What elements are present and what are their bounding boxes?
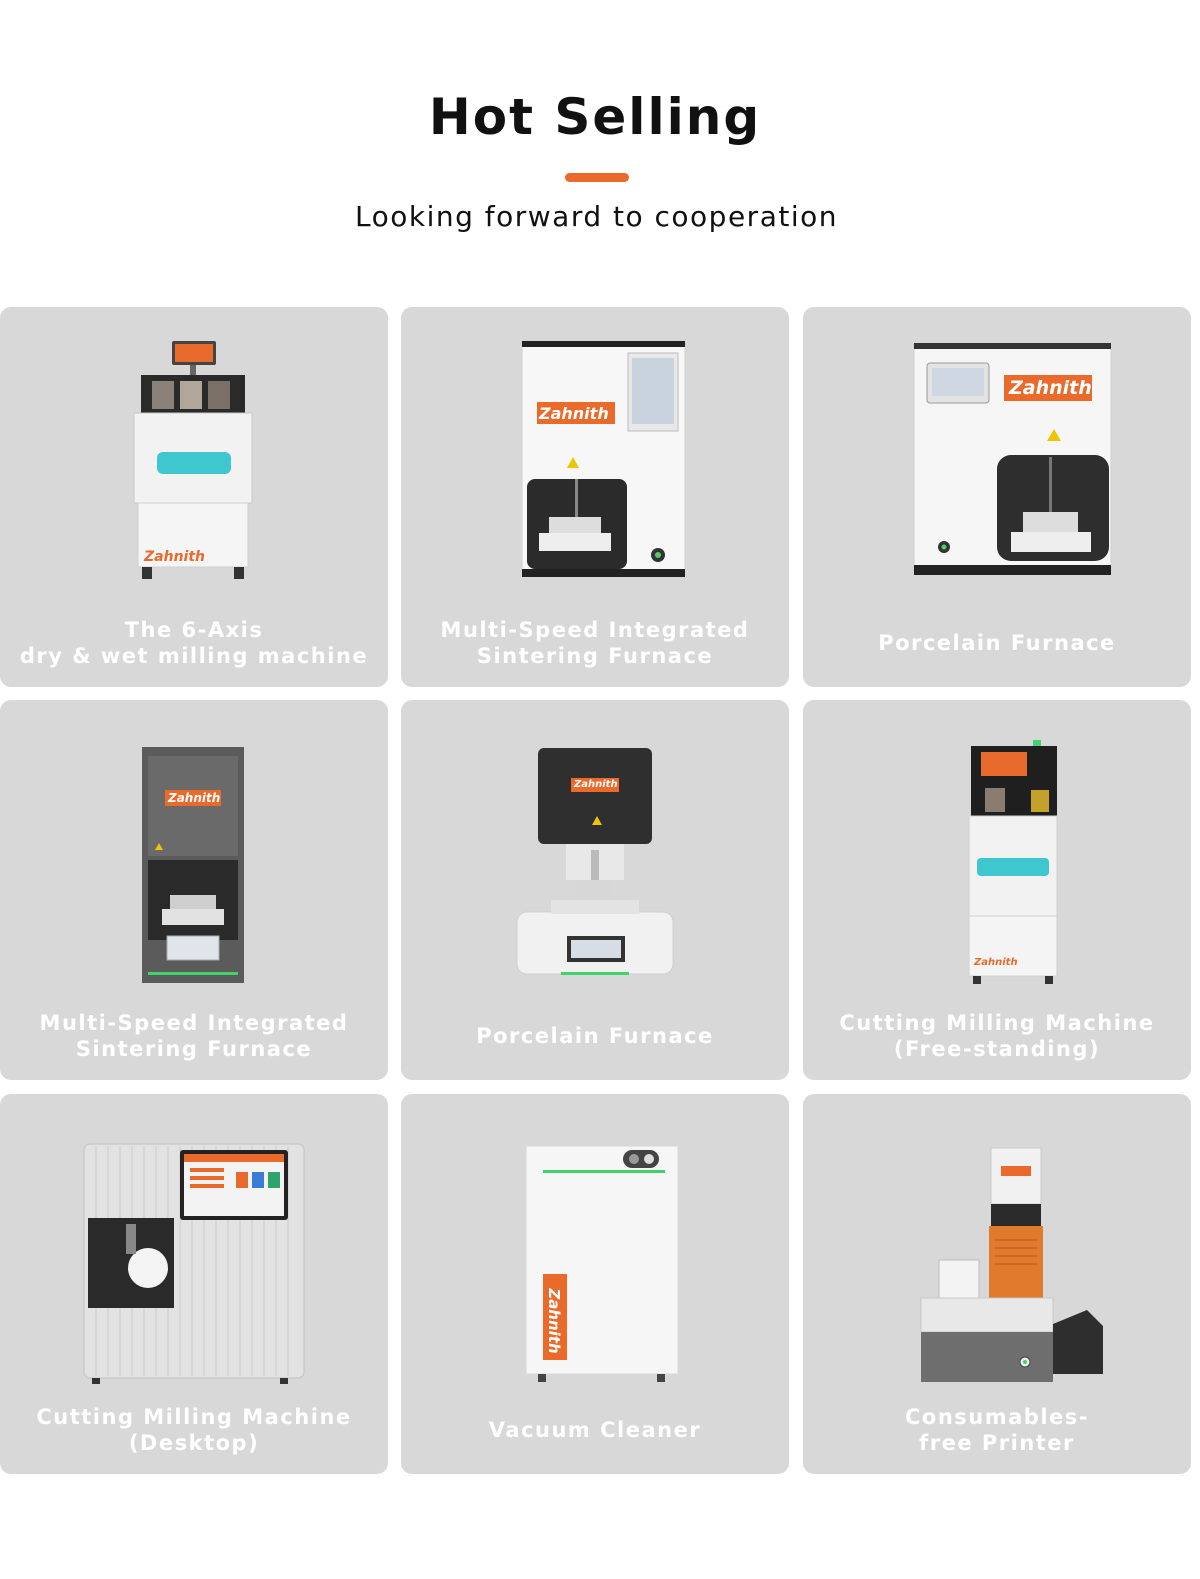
product-card-sintering-furnace-dark[interactable]: Zahnith Multi-Speed Integrated Sintering… — [0, 700, 388, 1080]
product-card-milling-desktop[interactable]: Cutting Milling Machine (Desktop) — [0, 1094, 388, 1474]
brand-logo-text: Zahnith — [574, 779, 618, 790]
sintering-furnace-white-image — [521, 340, 686, 577]
porcelain-furnace-dark-image — [516, 748, 674, 975]
product-card-porcelain-furnace-white[interactable]: Zahnith Porcelain Furnace — [803, 307, 1191, 687]
product-label: Cutting Milling Machine (Free-standing) — [839, 1011, 1155, 1061]
printer-image — [920, 1147, 1103, 1382]
vacuum-cleaner-image — [525, 1145, 679, 1382]
brand-logo-text: Zahnith — [974, 957, 1018, 968]
product-card-milling-freestanding[interactable]: Zahnith Cutting Milling Machine (Free-st… — [803, 700, 1191, 1080]
product-label: Vacuum Cleaner — [488, 1418, 702, 1442]
brand-logo-text: Zahnith — [545, 1288, 563, 1354]
sintering-furnace-dark-image — [142, 747, 244, 983]
product-card-printer[interactable]: Consumables- free Printer — [803, 1094, 1191, 1474]
product-label: Multi-Speed Integrated Sintering Furnace — [39, 1011, 349, 1061]
brand-logo-text: Zahnith — [1009, 377, 1092, 399]
product-label: Porcelain Furnace — [476, 1024, 714, 1048]
milling-machine-6-axis-image — [133, 341, 253, 579]
product-card-sintering-furnace-white[interactable]: Zahnith Multi-Speed Integrated Sintering… — [401, 307, 789, 687]
brand-logo-text: Zahnith — [144, 549, 205, 565]
product-label: Consumables- free Printer — [905, 1405, 1089, 1455]
brand-logo-text: Zahnith — [168, 791, 221, 805]
product-label: Cutting Milling Machine (Desktop) — [36, 1405, 352, 1455]
product-card-6-axis-milling[interactable]: Zahnith The 6-Axis dry & wet milling mac… — [0, 307, 388, 687]
milling-machine-desktop-image — [83, 1143, 305, 1384]
product-label: Multi-Speed Integrated Sintering Furnace — [440, 618, 750, 668]
porcelain-furnace-white-image — [913, 343, 1112, 575]
milling-machine-freestanding-image — [968, 740, 1058, 984]
page-subtitle: Looking forward to cooperation — [354, 200, 838, 233]
product-card-vacuum-cleaner[interactable]: Zahnith Vacuum Cleaner — [401, 1094, 789, 1474]
product-label: Porcelain Furnace — [878, 631, 1116, 655]
page-title: Hot Selling — [428, 88, 762, 146]
brand-logo-text: Zahnith — [539, 404, 609, 423]
product-label: The 6-Axis dry & wet milling machine — [19, 618, 369, 668]
title-underline-accent — [565, 173, 629, 182]
product-card-porcelain-furnace-dark[interactable]: Zahnith Porcelain Furnace — [401, 700, 789, 1080]
